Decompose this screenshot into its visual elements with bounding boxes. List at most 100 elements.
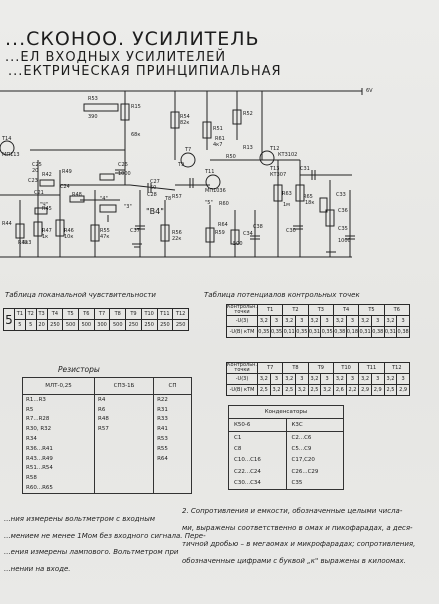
- schematic-label: МП113: [2, 152, 20, 158]
- sensitivity-header: Т4: [46, 308, 64, 320]
- note-line: тичной дробью – в мегаомах и микрофарада…: [182, 540, 416, 548]
- schematic-label: R57: [172, 194, 182, 200]
- potentials-cell: 3,2: [358, 315, 372, 327]
- schematic-label: 1000: [118, 171, 131, 177]
- capacitor-cell: С26...С29: [285, 466, 344, 478]
- schematic-label: C35: [338, 226, 348, 232]
- sensitivity-header: Т7: [93, 308, 111, 320]
- schematic-label: R48: [72, 192, 82, 198]
- potentials-header: Т9: [307, 362, 334, 374]
- schematic-label: R50: [226, 154, 236, 160]
- sensitivity-value: 500: [109, 319, 127, 331]
- resistor-cell: [94, 443, 155, 454]
- potentials-cell: 0,35: [269, 326, 284, 338]
- potentials-cell: 0,31: [358, 326, 372, 338]
- sensitivity-header: Т3: [35, 308, 48, 320]
- capacitors-title: Конденсаторы: [228, 405, 344, 419]
- potentials-cell: 2,5: [383, 384, 398, 396]
- schematic-label: R63: [282, 191, 292, 197]
- potentials-header: Т7: [257, 362, 284, 374]
- note-line: ...мением не менее 1Мом без входного сиг…: [4, 531, 206, 540]
- potentials-header: Т6: [383, 304, 411, 316]
- schematic-label: C38: [253, 224, 263, 230]
- schematic-label: 6V: [366, 88, 373, 94]
- schematic-label: 47к: [100, 234, 109, 240]
- potentials-cell: 3: [295, 373, 309, 385]
- schematic-label: R13: [243, 145, 253, 151]
- potentials-cell: 0,35: [295, 326, 309, 338]
- potentials-cell: 3: [320, 315, 334, 327]
- schematic-label: R47: [42, 228, 52, 234]
- potentials-cell: 0,35: [320, 326, 334, 338]
- schematic-label: C23: [28, 178, 38, 184]
- resistor-cell: [153, 483, 192, 494]
- schematic-label: T13: [269, 166, 279, 172]
- potentials-cell: 3: [269, 373, 284, 385]
- schematic-label: C37: [130, 228, 140, 234]
- sensitivity-header: Т10: [140, 308, 158, 320]
- schematic-label: 390: [88, 114, 98, 120]
- resistor-cell: [94, 453, 155, 464]
- potentials-cell: 2,5: [282, 384, 296, 396]
- potentials-header: Т2: [282, 304, 309, 316]
- schematic-label: R60: [219, 201, 229, 207]
- title-line-2: ...ЕЛ ВХОДНЫХ УСИЛИТЕЛЕЙ: [5, 50, 227, 65]
- schematic-label: R59: [215, 230, 225, 236]
- note-line: 2. Сопротивления и емкости, обозначенные…: [182, 507, 403, 515]
- schematic-label: C24: [60, 184, 70, 190]
- title-line-3: ...ЕКТРИЧЕСКАЯ ПРИНЦИПИАЛЬНАЯ: [8, 64, 282, 79]
- schematic-label: 1000: [338, 238, 351, 244]
- sensitivity-value: 5: [14, 319, 26, 331]
- potentials-cell: 3,2: [257, 315, 271, 327]
- resistor-cell: R57: [94, 424, 155, 435]
- schematic-label: 22к: [172, 236, 181, 242]
- potentials-header: Т5: [358, 304, 385, 316]
- schematic-label: R51: [213, 126, 223, 132]
- potentials-cell: 0,38: [332, 326, 347, 338]
- potentials-cell: 3,2: [307, 373, 322, 385]
- sensitivity-value: 500: [62, 319, 79, 331]
- potentials-cell: 3,2: [295, 384, 309, 396]
- resistor-cell: R48: [94, 414, 155, 425]
- schematic-label: R65: [303, 194, 313, 200]
- resistors-header: СП: [153, 377, 192, 395]
- potentials-header: Т4: [332, 304, 360, 316]
- potentials-cell: 0,31: [307, 326, 322, 338]
- capacitor-cell: С17,С20: [285, 454, 344, 467]
- potentials-header: Контрольн. точки: [225, 304, 259, 316]
- resistor-cell: R60...R65: [21, 483, 96, 494]
- potentials-cell: 3: [370, 315, 385, 327]
- schematic-label: T7: [184, 147, 191, 153]
- resistor-cell: R36...R41: [21, 443, 96, 454]
- note-line: ми, выражены соответственно в омах и пик…: [182, 523, 413, 532]
- sensitivity-value: 20: [35, 319, 48, 331]
- potentials-row-label: -U(3): [225, 315, 259, 327]
- schematic-label: C26: [118, 162, 128, 168]
- sensitivity-header: Т11: [156, 308, 174, 320]
- resistor-cell: R64: [153, 453, 192, 464]
- potentials-cell: 2,5: [307, 384, 322, 396]
- schematic-label: 20: [32, 168, 38, 174]
- resistor-cell: R30, R32: [21, 424, 96, 435]
- potentials-cell: 3,2: [307, 315, 322, 327]
- potentials-cell: 0,11: [282, 326, 296, 338]
- schematic-label: R56: [172, 230, 182, 236]
- potentials-cell: 3: [345, 373, 360, 385]
- potentials-header: Т10: [332, 362, 360, 374]
- sensitivity-header: Т1: [14, 308, 26, 320]
- potentials-cell: 3,2: [383, 373, 398, 385]
- capacitor-cell: С30...С34: [228, 477, 287, 490]
- schematic-label: R53: [88, 96, 98, 102]
- schematic-label: 500: [233, 241, 243, 247]
- resistor-cell: R43...R49: [21, 453, 96, 464]
- resistor-cell: R55: [153, 443, 192, 454]
- capacitor-cell: С35: [285, 477, 344, 490]
- note-line: ...ния измерены вольтметром с входным: [4, 515, 156, 523]
- title-line-1: ...СКОНОО. УСИЛИТЕЛЬ: [5, 28, 260, 50]
- sensitivity-header: Т8: [109, 308, 127, 320]
- note-line: ...нении на входе.: [4, 564, 71, 573]
- schematic-label: R49: [62, 169, 72, 175]
